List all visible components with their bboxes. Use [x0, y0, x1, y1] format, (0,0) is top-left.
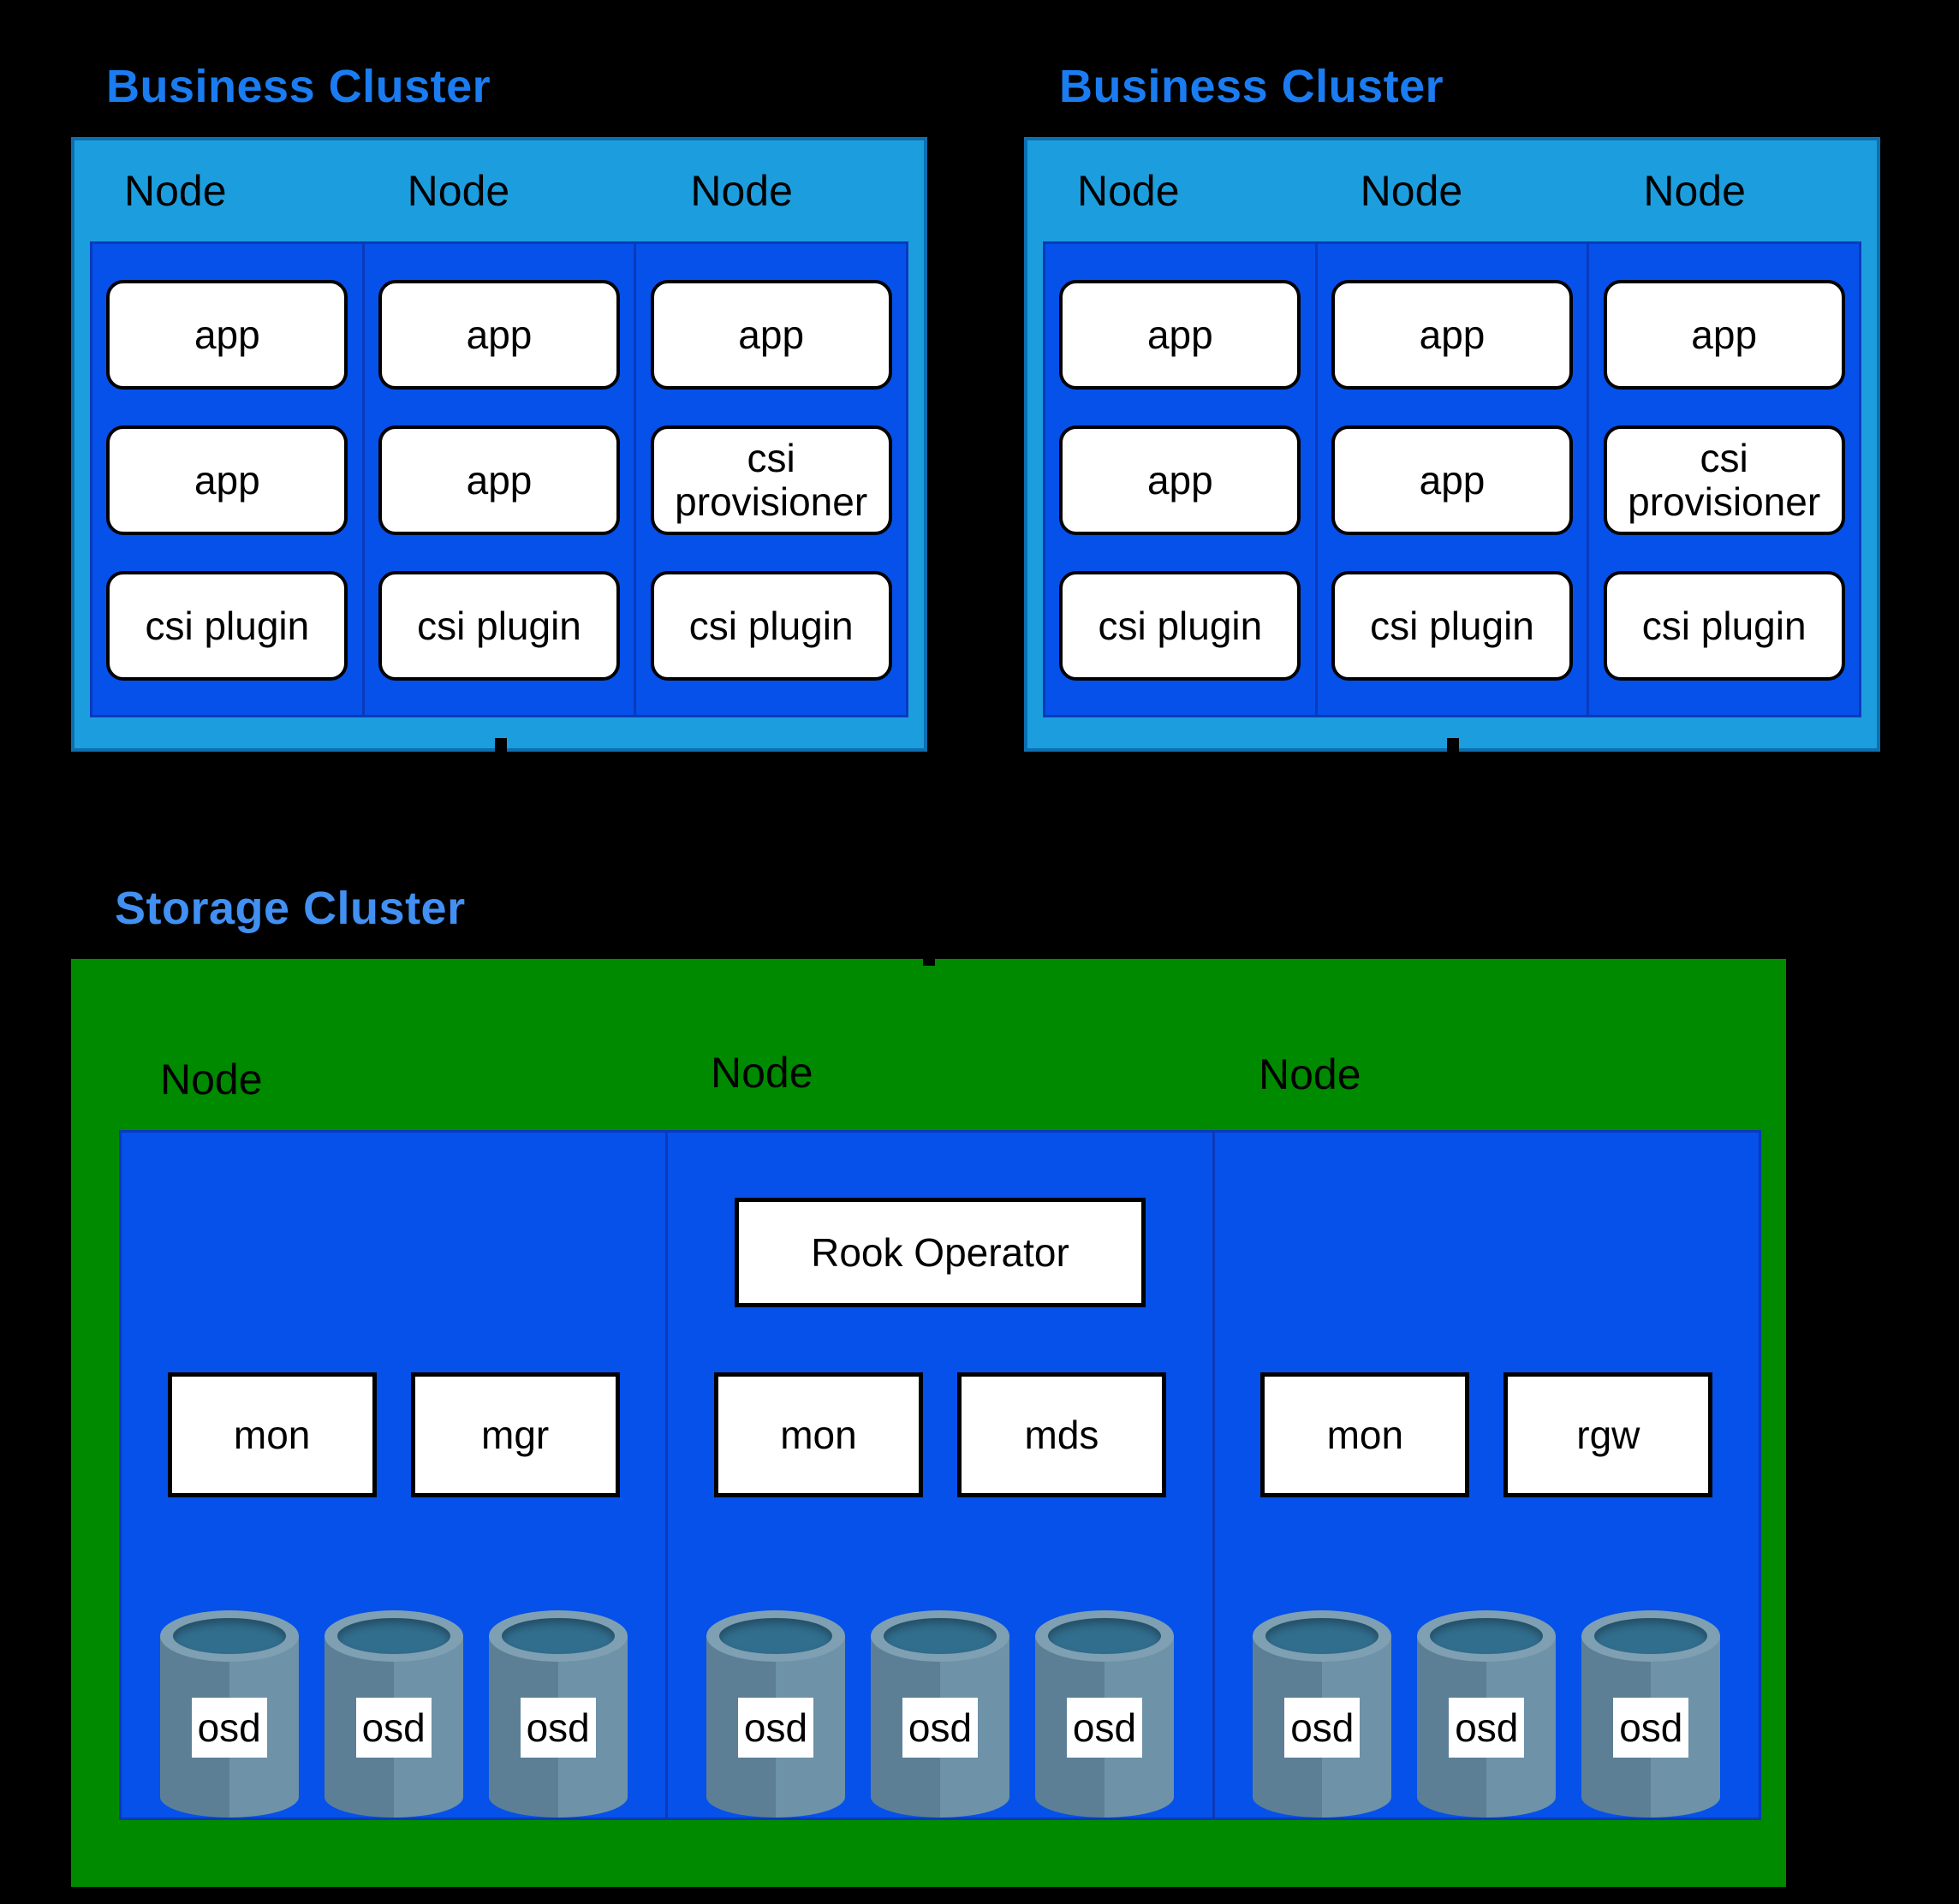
app-pod: app: [106, 280, 348, 390]
csi-plugin-pod: csi plugin: [378, 571, 620, 681]
csi-plugin-pod: csi plugin: [1059, 571, 1301, 681]
cylinder-hole: [501, 1618, 615, 1654]
cylinder-hole: [336, 1618, 450, 1654]
app-pod: app: [378, 425, 620, 535]
osd-label: osd: [902, 1698, 978, 1758]
csi-plugin-pod: csi plugin: [1331, 571, 1573, 681]
osd-label: osd: [1449, 1698, 1525, 1758]
node-label: Node: [160, 1056, 263, 1104]
osd-row: osd osd osd: [1215, 1610, 1759, 1818]
connector-notch: [495, 738, 507, 752]
cylinder-hole: [1047, 1618, 1161, 1654]
osd-cylinder: osd: [1034, 1610, 1174, 1818]
cylinder-hole: [1265, 1618, 1379, 1654]
connector-notch: [923, 952, 935, 966]
app-pod: app: [378, 280, 620, 390]
cylinder-hole: [718, 1618, 832, 1654]
osd-cylinder: osd: [1253, 1610, 1392, 1818]
node-label: Node: [1077, 167, 1180, 215]
osd-row: osd osd osd: [668, 1610, 1212, 1818]
mds-daemon: mds: [956, 1372, 1166, 1497]
daemon-row: mon mds: [668, 1372, 1212, 1497]
business-cluster-1-title: Business Cluster: [106, 61, 491, 112]
storage-node-area: mon mgr osd osd: [119, 1130, 1761, 1820]
osd-cylinder: osd: [488, 1610, 628, 1818]
node-area: app app csi plugin app app csi plugin ap…: [1043, 241, 1861, 717]
node-label: Node: [1360, 167, 1463, 215]
node-label: Node: [690, 167, 793, 215]
app-pod: app: [650, 280, 892, 390]
mon-daemon: mon: [1260, 1372, 1470, 1497]
node-column: app csi provisioner csi plugin: [636, 244, 906, 715]
osd-label: osd: [1613, 1698, 1689, 1758]
osd-label: osd: [1284, 1698, 1361, 1758]
node-column: app csi provisioner csi plugin: [1589, 244, 1859, 715]
storage-node-column: mon mgr osd osd: [122, 1133, 669, 1818]
mon-daemon: mon: [167, 1372, 377, 1497]
cylinder-hole: [883, 1618, 997, 1654]
business-cluster-1: Node Node Node app app csi plugin app ap…: [71, 137, 927, 752]
app-pod: app: [1603, 280, 1845, 390]
node-column: app app csi plugin: [365, 244, 637, 715]
csi-provisioner-pod: csi provisioner: [1603, 425, 1845, 535]
node-column: app app csi plugin: [92, 244, 365, 715]
app-pod: app: [1331, 425, 1573, 535]
storage-node-column: Rook Operator mon mds osd: [668, 1133, 1215, 1818]
daemon-row: mon mgr: [122, 1372, 665, 1497]
cylinder-hole: [1430, 1618, 1544, 1654]
osd-cylinder: osd: [324, 1610, 463, 1818]
osd-label: osd: [737, 1698, 813, 1758]
node-area: app app csi plugin app app csi plugin ap…: [90, 241, 908, 717]
node-label: Node: [124, 167, 227, 215]
csi-plugin-pod: csi plugin: [1603, 571, 1845, 681]
storage-cluster: Node Node Node mon mgr osd: [71, 959, 1786, 1887]
osd-cylinder: osd: [870, 1610, 1009, 1818]
csi-plugin-pod: csi plugin: [106, 571, 348, 681]
app-pod: app: [106, 425, 348, 535]
app-pod: app: [1059, 280, 1301, 390]
node-label: Node: [407, 167, 510, 215]
node-column: app app csi plugin: [1045, 244, 1318, 715]
storage-cluster-title: Storage Cluster: [115, 883, 466, 934]
osd-row: osd osd osd: [122, 1610, 665, 1818]
osd-label: osd: [191, 1698, 267, 1758]
osd-label: osd: [520, 1698, 596, 1758]
osd-label: osd: [1066, 1698, 1142, 1758]
node-header-row: Node Node Node: [74, 140, 924, 241]
osd-cylinder: osd: [1581, 1610, 1721, 1818]
cylinder-hole: [1594, 1618, 1708, 1654]
cylinder-hole: [172, 1618, 286, 1654]
node-column: app app csi plugin: [1318, 244, 1590, 715]
csi-provisioner-pod: csi provisioner: [650, 425, 892, 535]
mgr-daemon: mgr: [410, 1372, 620, 1497]
osd-label: osd: [355, 1698, 432, 1758]
connector-notch: [1447, 738, 1459, 752]
app-pod: app: [1059, 425, 1301, 535]
osd-cylinder: osd: [159, 1610, 299, 1818]
node-label: Node: [1259, 1050, 1361, 1098]
business-cluster-2: Node Node Node app app csi plugin app ap…: [1024, 137, 1880, 752]
business-cluster-2-title: Business Cluster: [1059, 61, 1444, 112]
daemon-row: mon rgw: [1215, 1372, 1759, 1497]
storage-node-column: mon rgw osd osd: [1215, 1133, 1759, 1818]
node-header-row: Node Node Node: [1027, 140, 1877, 241]
node-label: Node: [711, 1049, 813, 1097]
mon-daemon: mon: [713, 1372, 923, 1497]
node-label: Node: [1643, 167, 1746, 215]
osd-cylinder: osd: [706, 1610, 845, 1818]
app-pod: app: [1331, 280, 1573, 390]
rgw-daemon: rgw: [1503, 1372, 1713, 1497]
csi-plugin-pod: csi plugin: [650, 571, 892, 681]
osd-cylinder: osd: [1417, 1610, 1557, 1818]
rook-operator-box: Rook Operator: [734, 1198, 1146, 1307]
